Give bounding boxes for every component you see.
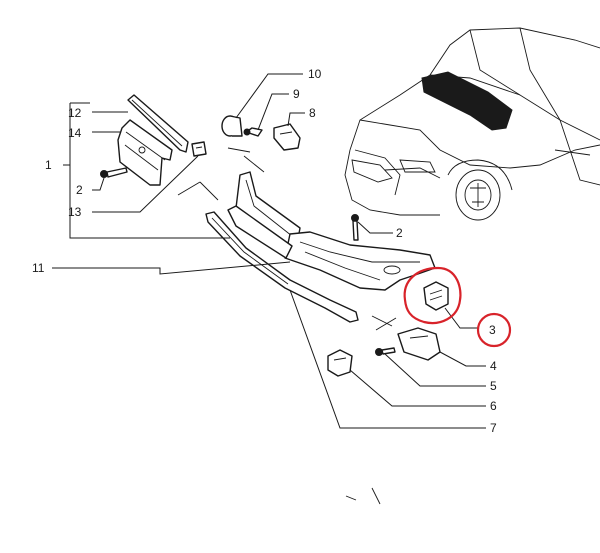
- part-9-screw: [243, 127, 263, 137]
- part-4-bracket: [397, 327, 441, 361]
- break-marks: [177, 147, 397, 505]
- part-5-screw: [375, 347, 396, 356]
- callout-13: 13: [68, 205, 82, 219]
- callout-10: 10: [308, 67, 322, 81]
- part-14-bracket: [117, 119, 173, 186]
- callout-2-middle: 2: [396, 226, 403, 240]
- callout-labels: 1 12 14 2 13 11 10 9 8 2 3 4 5 6 7: [32, 67, 497, 435]
- callout-6: 6: [490, 399, 497, 413]
- part-10-bumper: [221, 115, 243, 137]
- callout-7: 7: [490, 421, 497, 435]
- part-12-strip: [127, 94, 189, 153]
- callout-1: 1: [45, 158, 52, 172]
- callout-11: 11: [32, 261, 45, 275]
- part-3-clip: [423, 281, 449, 311]
- callout-9: 9: [293, 87, 300, 101]
- callout-5: 5: [490, 379, 497, 393]
- callout-3: 3: [489, 323, 496, 337]
- callout-12: 12: [68, 106, 82, 120]
- leader-lines: [52, 73, 486, 429]
- highlight-marks: [403, 266, 512, 348]
- callout-14: 14: [68, 126, 82, 140]
- car-outline: [344, 27, 600, 221]
- part-2-screw-middle: [351, 214, 359, 241]
- part-6-clip: [327, 349, 353, 377]
- callout-2-left: 2: [76, 183, 83, 197]
- part-lower-cover: [227, 205, 293, 259]
- part-2-screw-left: [100, 167, 128, 178]
- part-13-clip: [191, 141, 207, 157]
- part-7-seal: [205, 211, 359, 323]
- highlight-ring-callout-3: [476, 312, 512, 348]
- highlight-ring-part: [403, 266, 462, 325]
- callout-4: 4: [490, 359, 497, 373]
- part-8-clip: [273, 123, 301, 151]
- callout-8: 8: [309, 106, 316, 120]
